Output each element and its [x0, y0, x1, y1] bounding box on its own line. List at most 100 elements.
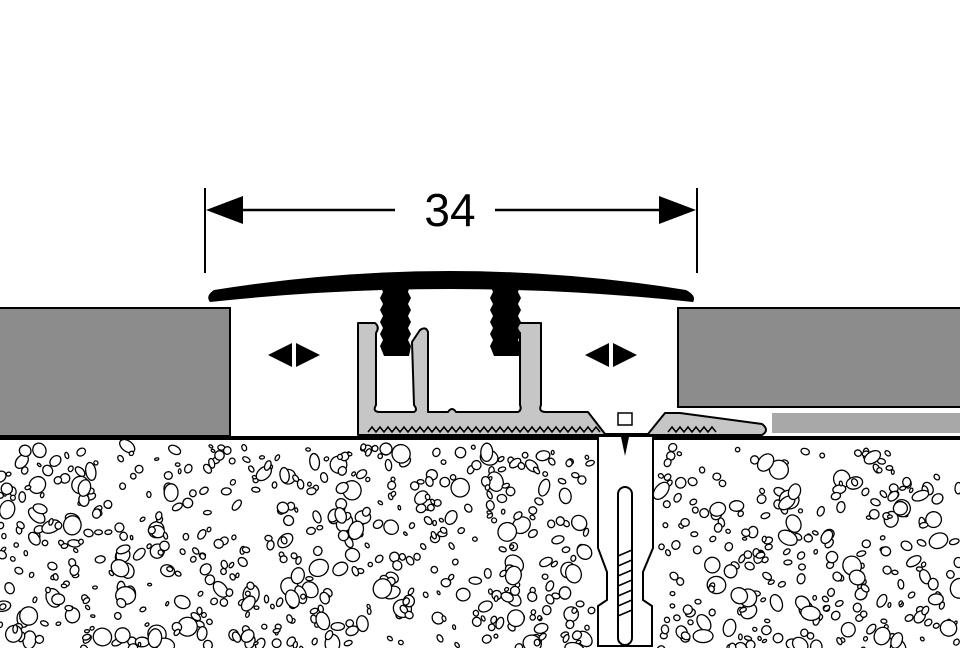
- concrete-pebble: [662, 500, 671, 509]
- concrete-pebble: [189, 555, 197, 563]
- concrete-pebble: [253, 641, 259, 646]
- concrete-pebble: [372, 519, 384, 530]
- concrete-pebble: [534, 497, 544, 506]
- concrete-pebble: [734, 446, 741, 453]
- concrete-pebble: [800, 605, 821, 622]
- concrete-pebble: [870, 498, 881, 507]
- concrete-pebble: [487, 623, 496, 632]
- concrete-pebble: [761, 556, 769, 564]
- concrete-pebble: [876, 593, 888, 608]
- concrete-pebble: [484, 484, 491, 491]
- concrete-pebble: [785, 514, 802, 533]
- concrete-pebble: [536, 615, 542, 621]
- concrete-pebble: [832, 571, 843, 582]
- concrete-pebble: [45, 586, 51, 594]
- concrete-pebble: [530, 609, 537, 616]
- concrete-pebble: [128, 450, 135, 457]
- concrete-pebble: [316, 524, 324, 531]
- concrete-pebble: [269, 603, 275, 610]
- concrete-pebble: [692, 545, 702, 555]
- concrete-pebble: [183, 463, 193, 474]
- concrete-pebble: [305, 526, 317, 535]
- concrete-pebble: [767, 579, 775, 586]
- concrete-pebble: [0, 621, 4, 629]
- concrete-pebble: [355, 615, 369, 633]
- concrete-pebble: [656, 645, 666, 648]
- concrete-pebble: [119, 531, 128, 542]
- concrete-pebble: [83, 629, 91, 634]
- concrete-pebble: [561, 546, 571, 554]
- concrete-pebble: [577, 475, 587, 485]
- concrete-pebble: [364, 542, 370, 549]
- concrete-pebble: [576, 544, 593, 560]
- concrete-pebble: [868, 508, 880, 520]
- concrete-pebble: [306, 487, 317, 496]
- concrete-pebble: [565, 563, 582, 584]
- concrete-pebble: [432, 519, 438, 527]
- concrete-pebble: [687, 476, 698, 487]
- concrete-pebble: [743, 550, 753, 559]
- wall-plug-anchor: [597, 435, 654, 647]
- concrete-pebble: [279, 466, 290, 484]
- concrete-pebble: [402, 597, 411, 606]
- concrete-pebble: [27, 531, 41, 546]
- concrete-pebble: [212, 580, 229, 598]
- concrete-pebble: [351, 471, 357, 477]
- concrete-pebble: [219, 597, 229, 607]
- concrete-pebble: [813, 548, 819, 555]
- concrete-pebble: [490, 615, 498, 625]
- concrete-pebble: [347, 520, 365, 541]
- concrete-pebble: [155, 511, 163, 521]
- concrete-pebble: [541, 573, 549, 580]
- concrete-pebble: [231, 499, 243, 511]
- concrete-pebble: [295, 556, 302, 565]
- concrete-pebble: [93, 460, 99, 466]
- concrete-pebble: [242, 456, 251, 464]
- concrete-pebble: [247, 465, 255, 473]
- concrete-pebble: [547, 519, 556, 529]
- concrete-pebble: [139, 606, 147, 613]
- concrete-pebble: [104, 529, 113, 536]
- concrete-pebble: [69, 564, 80, 577]
- concrete-pebble: [480, 442, 494, 463]
- concrete-pebble: [390, 490, 397, 497]
- concrete-pebble: [830, 491, 842, 501]
- concrete-pebble: [347, 451, 353, 457]
- concrete-pebble: [210, 597, 219, 606]
- concrete-pebble: [812, 594, 818, 601]
- concrete-pebble: [451, 624, 457, 631]
- concrete-pebble: [280, 536, 288, 545]
- concrete-pebble: [557, 477, 567, 485]
- concrete-pebble: [36, 462, 42, 468]
- screw-head-slot: [617, 412, 633, 426]
- concrete-pebble: [24, 484, 32, 491]
- concrete-pebble: [908, 487, 914, 494]
- concrete-pebble: [756, 453, 775, 472]
- concrete-pebble: [392, 560, 403, 571]
- concrete-pebble: [570, 471, 580, 479]
- concrete-pebble: [840, 621, 856, 638]
- concrete-pebble: [83, 528, 94, 538]
- concrete-pebble: [197, 529, 207, 540]
- concrete-pebble: [379, 442, 393, 456]
- concrete-pebble: [306, 481, 312, 487]
- concrete-pebble: [674, 476, 687, 489]
- concrete-pebble: [159, 540, 170, 552]
- concrete-pebble: [539, 556, 553, 568]
- concrete-pebble: [737, 633, 743, 641]
- concrete-pebble: [503, 586, 510, 592]
- concrete-pebble: [144, 622, 150, 627]
- concrete-pebble: [777, 580, 787, 588]
- concrete-pebble: [167, 444, 182, 456]
- concrete-pebble: [920, 561, 927, 568]
- concrete-pebble: [360, 443, 367, 451]
- concrete-pebble: [28, 571, 35, 579]
- concrete-pebble: [902, 476, 912, 488]
- concrete-pebble: [953, 556, 960, 569]
- concrete-pebble: [197, 590, 204, 597]
- concrete-pebble: [905, 554, 922, 568]
- concrete-pebble: [403, 531, 408, 537]
- concrete-pebble: [440, 459, 447, 465]
- concrete-pebble: [527, 591, 538, 603]
